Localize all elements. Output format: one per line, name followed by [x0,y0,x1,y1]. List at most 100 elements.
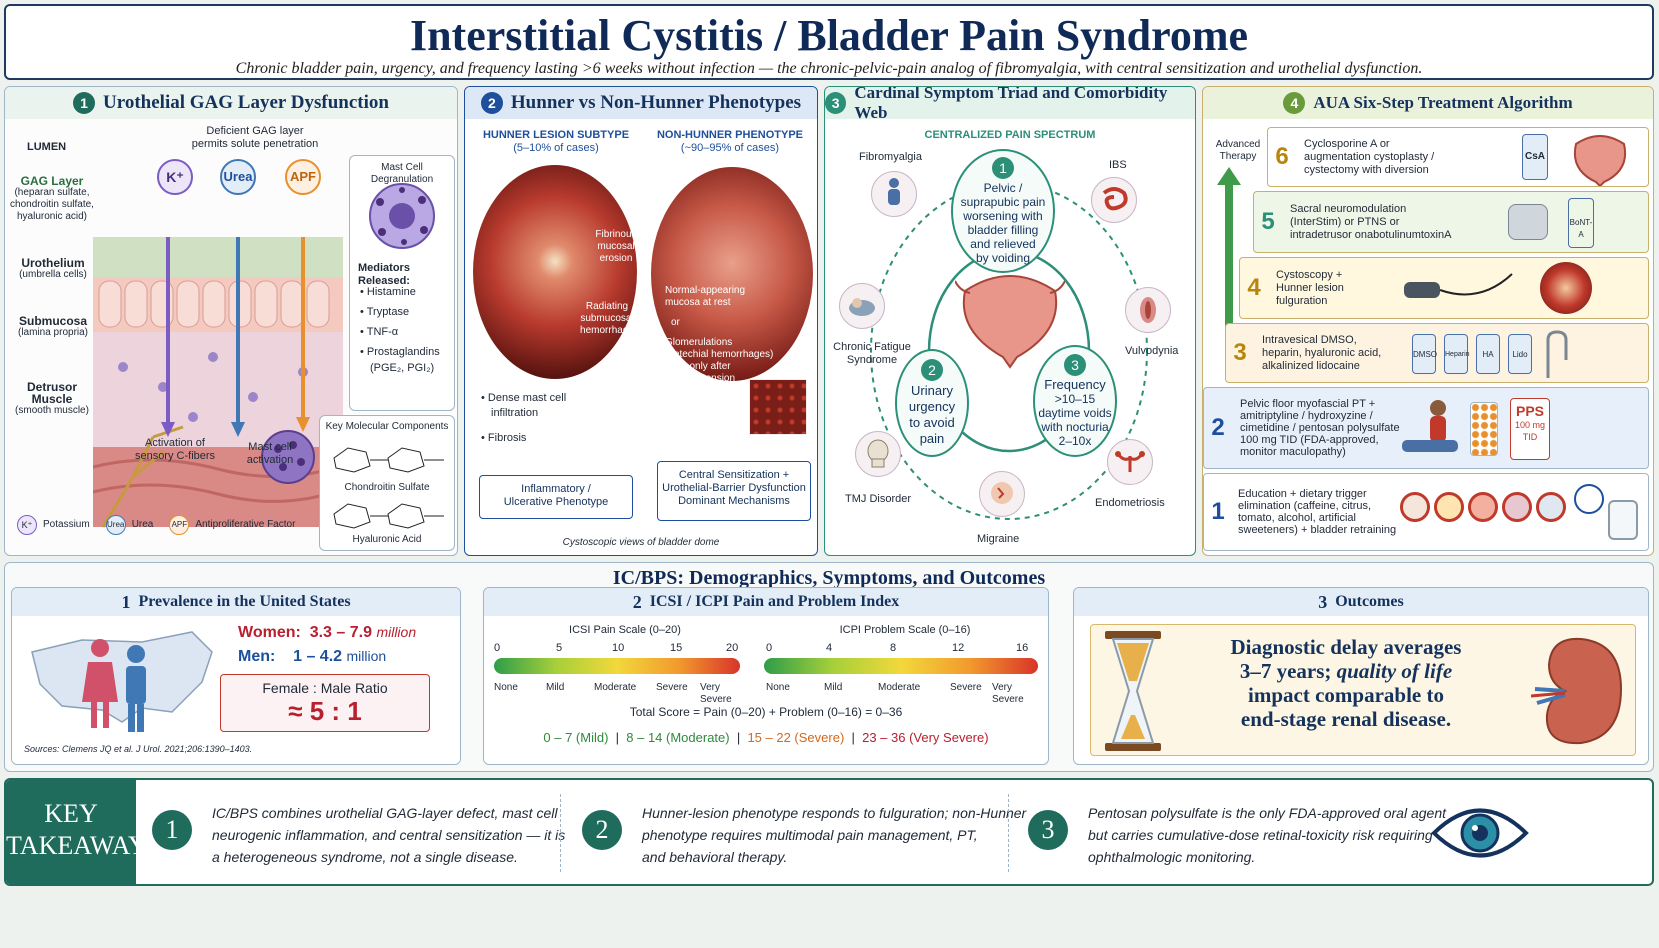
no-tomato-icon [1468,492,1498,522]
migraine-icon [979,471,1025,517]
legend-urea-icon: Urea [105,515,126,535]
chronic-fatigue-icon [839,283,885,329]
bladder-surgery-icon [1574,135,1626,186]
dmso-vial-icon: DMSO [1412,334,1437,374]
us-map-icon [31,631,213,723]
clock-icon [1574,484,1604,514]
spectrum-label: CENTRALIZED PAIN SPECTRUM [924,129,1096,141]
no-alcohol-icon [1502,492,1532,522]
hourglass-icon [1105,631,1161,751]
takeaway-1-text: IC/BPS combines urothelial GAG-layer def… [212,805,566,865]
cystoscope-icon [1404,273,1513,298]
page-subtitle: Chronic bladder pain, urgency, and frequ… [235,60,1423,77]
pill-blister-icon [1470,402,1498,456]
icpi-gradient-bar [764,658,1038,674]
endometriosis-label: Endometriosis [1095,497,1165,509]
migraine-label: Migraine [977,533,1020,545]
no-coffee-icon [1400,492,1430,522]
cystoscopy-caption: Cystoscopic views of bladder dome [562,537,720,548]
molecular-box: Key Molecular Components Chondroitin Sul… [319,415,455,551]
avoid-trigger-icons [1400,492,1566,522]
total-score-text: Total Score = Pain (0–20) + Problem (0–1… [629,705,903,719]
fibromyalgia-icon [871,171,917,217]
apf-icon: APF [285,159,321,195]
sources-text: Sources: Clemens JQ et al. J Urol. 2021;… [24,744,253,754]
demographics-section: IC/BPS: Demographics, Symptoms, and Outc… [4,562,1654,772]
urea-icon: Urea [220,159,256,195]
hyaluronic-structure-icon [333,503,444,529]
icsi-gradient-bar [494,658,740,674]
bladder-icon [955,275,1065,369]
non-hunner-heading: NON-HUNNER PHENOTYPE(~90–95% of cases) [656,129,804,154]
tmj-icon [855,431,901,477]
lido-vial-icon: Lido [1508,334,1532,374]
neuromodulator-icon [1508,204,1548,240]
takeaway-2-number: 2 [582,810,622,850]
takeaway-2-text: Hunner-lesion phenotype responds to fulg… [642,805,1027,865]
takeaway-3-number: 3 [1028,810,1068,850]
divider [560,794,561,872]
divider [1008,794,1009,872]
heparin-vial-icon: Heparin [1444,334,1470,374]
ibs-label: IBS [1109,159,1127,171]
ha-vial-icon: HA [1476,334,1500,374]
score-ranges: 0 – 7 (Mild) | 8 – 14 (Moderate) | 15 – … [543,730,989,745]
no-citrus-icon [1434,492,1464,522]
tmj-label: TMJ Disorder [845,493,912,505]
endometriosis-icon [1107,439,1153,485]
tissue-illustration [93,237,343,528]
toilet-icon [1608,500,1638,540]
men-prevalence: Men: 1 – 4.2 million [238,648,387,665]
icsi-scale-title: ICSI Pain Scale (0–20) [569,624,681,636]
non-hunner-cystoscopy-image [651,167,813,381]
legend-apf-icon: APF [169,515,190,535]
inflammatory-box: Inflammatory /Ulcerative Phenotype [479,475,633,519]
lumen-label: LUMEN [27,141,67,153]
mast-cell-box: Mast Cell Degranulation Mediators Releas… [349,155,455,411]
ibs-icon [1091,177,1137,223]
kidney-icon [1531,637,1623,745]
glomerulation-inset [749,379,807,435]
csa-vial-icon: CsA [1522,134,1548,180]
botox-vial-icon: BoNT-A [1568,198,1594,248]
detrusor-label: Detrusor Muscle(smooth muscle) [15,380,89,416]
mast-cell-icon [369,183,435,249]
women-prevalence: Women: 3.3 – 7.9 million [238,624,417,641]
hunner-heading: HUNNER LESION SUBTYPE(5–10% of cases) [482,129,630,154]
takeaway-3-text: Pentosan polysulfate is the only FDA-app… [1088,805,1446,865]
urothelium-label: Urothelium(umbrella cells) [19,256,87,280]
section-title: IC/BPS: Demographics, Symptoms, and Outc… [612,567,1046,589]
no-sweetener-icon [1536,492,1566,522]
potassium-icon: K⁺ [157,159,193,195]
physical-therapy-icon [1402,400,1458,452]
